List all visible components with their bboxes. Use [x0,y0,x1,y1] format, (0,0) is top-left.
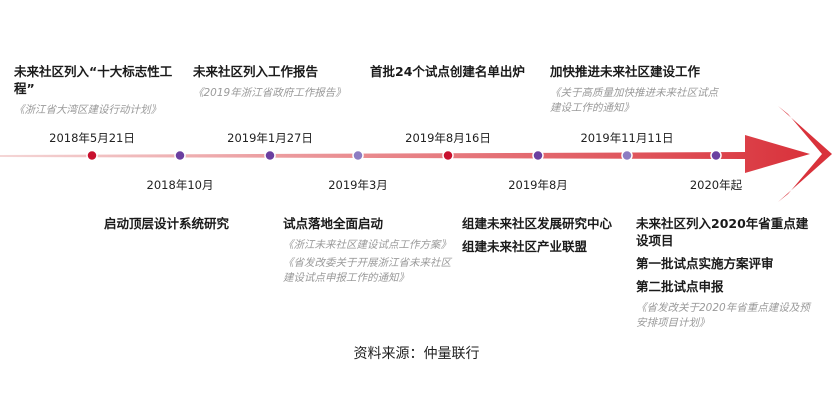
source-note: 资料来源：仲量联行 [353,346,480,362]
timeline-dot [532,149,544,162]
milestone-source: 《2019年浙江省政府工作报告》 [193,87,346,99]
milestone-2019-03: 试点落地全面启动《浙江未来社区建设试点工作方案》《省发改委关于开展浙江省未来社区… [283,215,453,286]
milestone-title: 组建未来社区发展研究中心 [462,216,613,231]
milestone-title: 第二批试点申报 [636,279,724,294]
milestone-source: 《省发改委关于开展浙江省未来社区建设试点申报工作的通知》 [283,257,451,284]
timeline-dot [710,149,722,162]
date-label: 2018年5月21日 [49,131,135,145]
milestone-title: 未来社区列入2020年省重点建设项目 [636,216,809,248]
date-label: 2020年起 [689,178,743,192]
milestone-2018-05-21: 未来社区列入“十大标志性工程” 《浙江省大湾区建设行动计划》 [14,63,179,118]
date-label: 2019年11月11日 [580,131,674,145]
timeline-dot [352,149,364,162]
milestone-2019-08-16: 首批24个试点创建名单出炉 [370,63,545,80]
timeline-dot [174,149,186,162]
milestone-2018-10: 启动顶层设计系统研究 [104,215,264,232]
timeline-dot [86,149,98,162]
milestone-2020: 未来社区列入2020年省重点建设项目第一批试点实施方案评审第二批试点申报《省发改… [636,215,811,331]
milestone-title: 首批24个试点创建名单出炉 [370,64,525,79]
milestone-title: 未来社区列入工作报告 [193,64,319,79]
timeline-dot [264,149,276,162]
milestone-source: 《浙江省大湾区建设行动计划》 [14,104,161,116]
date-label: 2019年3月 [328,178,388,192]
timeline-dot [442,149,454,162]
date-label: 2019年8月 [508,178,568,192]
milestone-title: 第一批试点实施方案评审 [636,256,774,271]
milestone-2019-08: 组建未来社区发展研究中心组建未来社区产业联盟 [462,215,632,255]
milestone-title: 加快推进未来社区建设工作 [550,64,701,79]
date-label: 2018年10月 [146,178,214,192]
milestone-2019-01-27: 未来社区列入工作报告《2019年浙江省政府工作报告》 [193,63,363,101]
milestone-title: 启动顶层设计系统研究 [104,216,230,231]
milestone-dots [86,149,722,162]
arrow-body [0,135,810,173]
milestone-2019-11-11: 加快推进未来社区建设工作《关于高质量加快推进未来社区试点建设工作的通知》 [550,63,720,116]
milestone-title: 组建未来社区产业联盟 [462,239,588,254]
date-label: 2019年1月27日 [227,131,313,145]
date-label: 2019年8月16日 [405,131,491,145]
milestone-source: 《省发改关于2020年省重点建设及预安排项目计划》 [636,302,810,329]
milestone-title: 试点落地全面启动 [283,216,384,231]
milestone-source: 《关于高质量加快推进未来社区试点建设工作的通知》 [550,87,718,114]
milestone-title: 未来社区列入“十大标志性工程” [14,64,173,96]
timeline-dot [621,149,633,162]
milestone-source: 《浙江未来社区建设试点工作方案》 [283,239,451,251]
